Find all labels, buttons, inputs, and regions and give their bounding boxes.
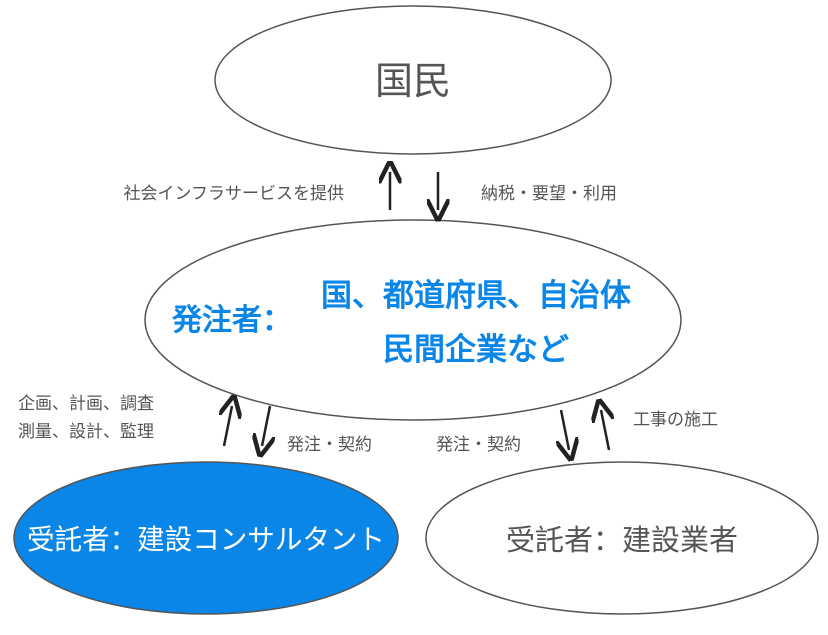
label-provide-infra: 社会インフラサービスを提供 [124, 184, 345, 204]
contractor-ellipse [425, 461, 819, 615]
orderer-line1: 国、都道府県、自治体 [321, 278, 631, 314]
orderer-line2: 民間企業など [383, 332, 569, 368]
node-consultant: 受託者：建設コンサルタント [13, 461, 399, 615]
label-order-contract-consultant: 発注・契約 [287, 435, 372, 455]
node-orderer: 発注者： 国、都道府県、自治体 民間企業など [144, 219, 682, 421]
node-citizens: 国民 [214, 5, 612, 155]
label-consultant-services-1: 企画、計画、調査 [18, 394, 154, 414]
arrow-down-to-contractor [561, 409, 569, 450]
label-tax-requests: 納税・要望・利用 [481, 184, 617, 204]
arrow-up-from-consultant [224, 406, 232, 447]
consultant-label: 受託者：建設コンサルタント [27, 523, 385, 556]
label-construction-work: 工事の施工 [633, 410, 718, 430]
orderer-prefix: 発注者： [171, 303, 292, 338]
contractor-label: 受託者：建設業者 [506, 523, 738, 557]
citizens-ellipse [214, 5, 612, 155]
arrow-down-to-consultant [262, 405, 270, 446]
arrow-up-from-contractor [601, 410, 609, 451]
consultant-ellipse [13, 461, 399, 615]
orderer-ellipse [144, 219, 682, 421]
citizens-label: 国民 [375, 59, 451, 103]
label-order-contract-contractor: 発注・契約 [436, 435, 521, 455]
node-contractor: 受託者：建設業者 [425, 461, 819, 615]
label-consultant-services-2: 測量、設計、監理 [18, 422, 154, 442]
